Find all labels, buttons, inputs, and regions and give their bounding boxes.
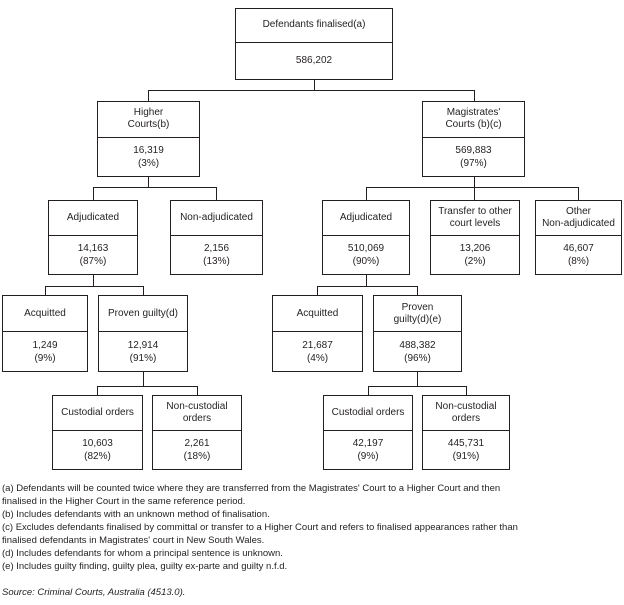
- node-hc-custodial-orders: Custodial orders 10,603 (82%): [52, 395, 143, 470]
- node-mc-adjudicated: Adjudicated 510,069 (90%): [322, 200, 410, 275]
- node-title: Custodial orders: [324, 396, 412, 432]
- connector-line: [143, 372, 144, 386]
- connector-line: [368, 386, 467, 387]
- connector-line: [366, 275, 367, 286]
- connector-line: [417, 372, 418, 386]
- node-value: 586,202: [295, 55, 333, 67]
- node-mc-other-non-adjudicated: Other Non-adjudicated 46,607 (8%): [535, 200, 622, 275]
- node-value: 46,607 (8%): [563, 243, 594, 268]
- node-value: 488,382 (96%): [399, 339, 436, 364]
- connector-line: [366, 187, 579, 188]
- connector-line: [368, 386, 369, 395]
- connector-line: [148, 90, 475, 91]
- connector-line: [93, 187, 217, 188]
- node-higher-courts: Higher Courts(b) 16,319 (3%): [97, 101, 200, 177]
- connector-line: [45, 286, 144, 287]
- footnote: (c) Excludes defendants finalised by com…: [2, 522, 518, 546]
- connector-line: [97, 386, 98, 395]
- node-magistrates-courts: Magistrates' Courts (b)(c) 569,883 (97%): [422, 101, 525, 177]
- connector-line: [474, 177, 475, 187]
- node-mc-transfer-to-other-court-levels: Transfer to other court levels 13,206 (2…: [430, 200, 520, 275]
- node-mc-proven-guilty: Proven guilty(d)(e) 488,382 (96%): [373, 295, 462, 372]
- connector-line: [197, 386, 198, 395]
- connector-line: [216, 187, 217, 200]
- connector-line: [466, 386, 467, 395]
- node-title: Magistrates' Courts (b)(c): [423, 102, 524, 138]
- connector-line: [93, 187, 94, 200]
- footnotes: (a) Defendants will be counted twice whe…: [2, 482, 622, 599]
- connector-line: [578, 187, 579, 200]
- node-hc-acquitted: Acquitted 1,249 (9%): [2, 295, 88, 372]
- connector-line: [97, 386, 198, 387]
- node-value: 445,731 (91%): [447, 438, 485, 463]
- node-hc-non-custodial-orders: Non-custodial orders 2,261 (18%): [152, 395, 242, 470]
- connector-line: [148, 90, 149, 101]
- node-title: Custodial orders: [53, 396, 142, 432]
- node-title: Other Non-adjudicated: [536, 201, 621, 237]
- connector-line: [314, 80, 315, 90]
- node-title: Transfer to other court levels: [431, 201, 519, 237]
- node-title: Non-adjudicated: [171, 201, 262, 237]
- node-mc-non-custodial-orders: Non-custodial orders 445,731 (91%): [422, 395, 510, 470]
- node-value: 42,197 (9%): [352, 438, 384, 463]
- footnote: (b) Includes defendants with an unknown …: [2, 509, 270, 520]
- connector-line: [317, 286, 318, 295]
- node-title: Defendants finalised(a): [236, 9, 392, 43]
- node-value: 510,069 (90%): [347, 243, 385, 268]
- node-value: 13,206 (2%): [459, 243, 491, 268]
- node-value: 12,914 (91%): [127, 339, 159, 364]
- connector-line: [474, 90, 475, 101]
- node-value: 16,319 (3%): [133, 144, 164, 169]
- connector-line: [317, 286, 418, 287]
- connector-line: [366, 187, 367, 200]
- node-value: 569,883 (97%): [455, 144, 492, 169]
- node-title: Acquitted: [273, 296, 362, 332]
- node-value: 2,261 (18%): [183, 438, 211, 463]
- node-title: Proven guilty(d): [99, 296, 187, 332]
- node-title: Non-custodial orders: [153, 396, 241, 432]
- node-mc-acquitted: Acquitted 21,687 (4%): [272, 295, 363, 372]
- node-hc-adjudicated: Adjudicated 14,163 (87%): [48, 200, 138, 275]
- node-value: 14,163 (87%): [77, 243, 109, 268]
- node-value: 1,249 (9%): [32, 339, 58, 364]
- connector-line: [45, 286, 46, 295]
- source-note: Source: Criminal Courts, Australia (4513…: [2, 587, 186, 598]
- node-value: 2,156 (13%): [203, 243, 230, 268]
- connector-line: [417, 286, 418, 295]
- footnote: (d) Includes defendants for whom a princ…: [2, 548, 283, 559]
- node-value: 21,687 (4%): [302, 339, 333, 364]
- connector-line: [143, 286, 144, 295]
- connector-line: [148, 177, 149, 187]
- connector-line: [93, 275, 94, 286]
- connector-line: [474, 187, 475, 200]
- node-title: Non-custodial orders: [423, 396, 509, 432]
- node-hc-non-adjudicated: Non-adjudicated 2,156 (13%): [170, 200, 263, 275]
- node-value: 10,603 (82%): [82, 438, 113, 463]
- node-title: Adjudicated: [49, 201, 137, 237]
- node-title: Proven guilty(d)(e): [374, 296, 461, 332]
- node-title: Higher Courts(b): [98, 102, 199, 138]
- footnote: (a) Defendants will be counted twice whe…: [2, 483, 501, 507]
- footnote: (e) Includes guilty finding, guilty plea…: [2, 561, 288, 572]
- node-title: Acquitted: [3, 296, 87, 332]
- node-hc-proven-guilty: Proven guilty(d) 12,914 (91%): [98, 295, 188, 372]
- node-title: Adjudicated: [323, 201, 409, 237]
- node-defendants-finalised: Defendants finalised(a) 586,202: [235, 8, 393, 80]
- node-mc-custodial-orders: Custodial orders 42,197 (9%): [323, 395, 413, 470]
